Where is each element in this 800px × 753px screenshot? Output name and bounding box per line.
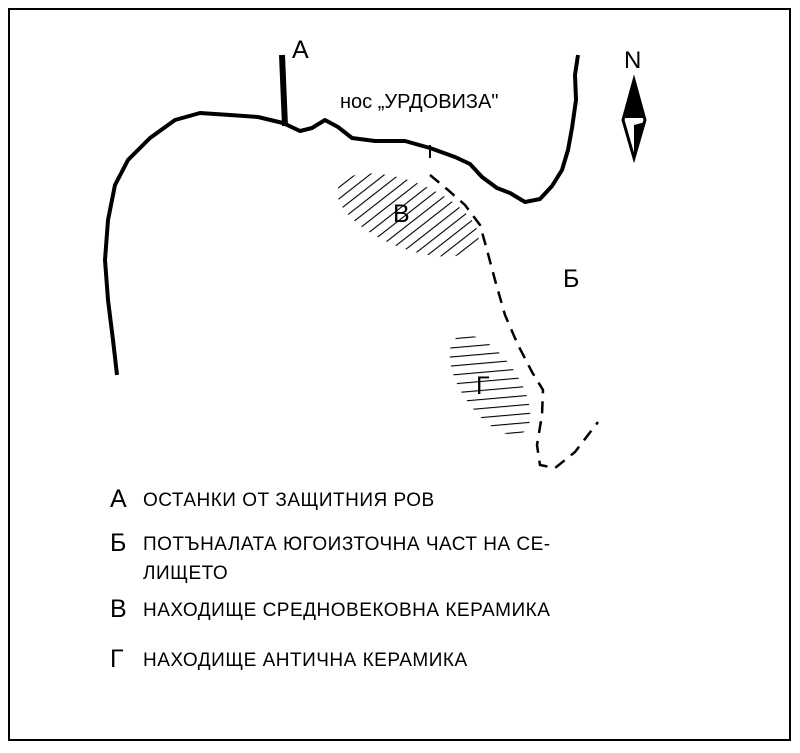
label-g: Г	[476, 372, 490, 400]
area-g-antique-ceramics	[449, 334, 531, 436]
area-v-medieval-ceramics	[337, 173, 479, 257]
legend-text-v: НАХОДИЩЕ СРЕДНОВЕКОВНА КЕРАМИКА	[143, 600, 550, 621]
legend-text-b-cont: ЛИЩЕТО	[143, 563, 228, 584]
legend-key-b: Б	[110, 529, 126, 557]
label-b: Б	[563, 265, 579, 293]
coastline	[103, 54, 580, 376]
cape-name: нос „УРДОВИЗА"	[340, 91, 498, 113]
legend-key-g: Г	[110, 645, 124, 673]
legend-text-g: НАХОДИЩЕ АНТИЧНА КЕРАМИКА	[143, 650, 468, 671]
legend-text-b: ПОТЪНАЛАТА ЮГОИЗТОЧНА ЧАСТ НА СЕ-	[143, 534, 551, 555]
trench-marker	[279, 54, 288, 127]
legend-text-a: ОСТАНКИ ОТ ЗАЩИТНИЯ РОВ	[143, 490, 435, 511]
legend-key-a: А	[110, 485, 127, 513]
north-label: N	[624, 47, 641, 74]
legend-key-v: В	[110, 595, 127, 623]
label-a: А	[292, 36, 309, 64]
legend: А ОСТАНКИ ОТ ЗАЩИТНИЯ РОВ Б ПОТЪНАЛАТА Ю…	[110, 485, 551, 673]
label-v: В	[393, 200, 410, 228]
frame-border	[8, 8, 791, 741]
north-arrow-icon: N	[621, 47, 647, 164]
